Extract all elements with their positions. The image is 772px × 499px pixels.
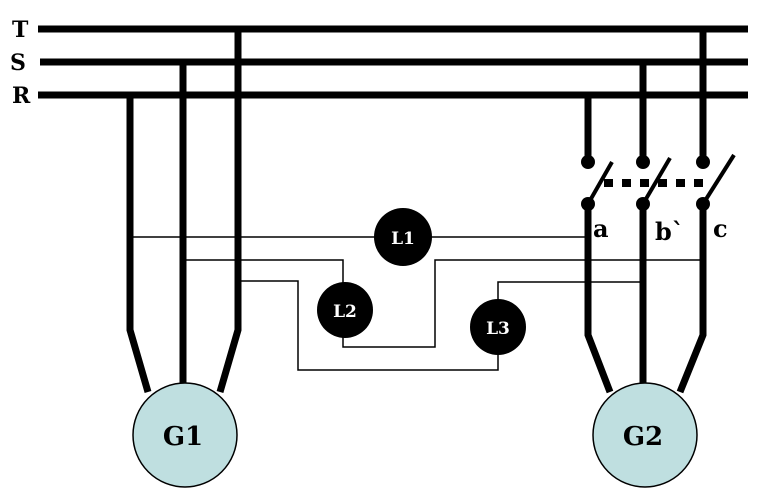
terminal-a: a [593,214,609,243]
lamp-l2: L2 [317,282,373,338]
g1-feeder-r [126,95,152,393]
terminal-c: c [713,214,728,243]
bus-label-t: T [12,17,29,43]
wire-l2 [183,259,703,348]
g2-feeder-t [676,204,707,394]
wire-l3 [238,280,643,371]
svg-text:L2: L2 [333,302,357,322]
svg-text:G2: G2 [623,422,663,452]
svg-text:L3: L3 [486,319,510,339]
svg-text:G1: G1 [163,422,203,452]
generator-g1: G1 [132,382,238,488]
terminal-b: b` [655,217,684,246]
svg-text:L1: L1 [391,229,415,249]
lamp-l1: L1 [374,208,432,266]
lamp-l3: L3 [470,299,526,355]
bus-label-r: R [12,83,31,109]
generator-g2: G2 [592,382,698,488]
g1-feeder-t [216,29,242,393]
switch-3pole[interactable] [581,29,736,211]
g2-feeder-r [584,204,614,394]
bus-label-s: S [10,50,26,76]
